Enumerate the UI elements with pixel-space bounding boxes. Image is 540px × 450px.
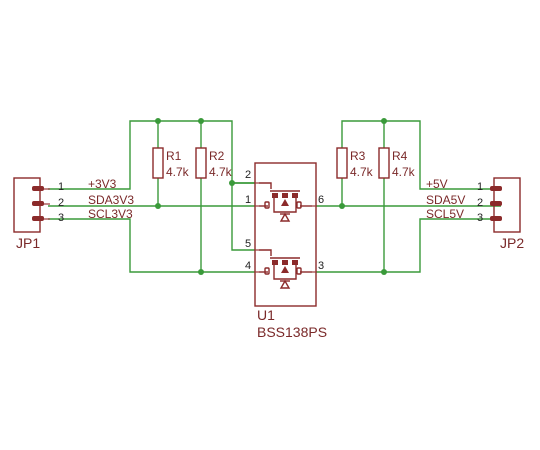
u1-pin5-number: 5: [245, 238, 251, 250]
u1-pin4-number: 4: [245, 260, 251, 272]
jp1-pin3-number: 3: [58, 212, 64, 224]
jp2-pin-2: [490, 201, 502, 206]
r3-body: [336, 147, 348, 179]
net-label-scl5v: SCL5V: [426, 207, 464, 221]
mosfet-upper-icon: [259, 182, 312, 222]
r4-value: 4.7k: [392, 165, 416, 179]
wires: [48, 120, 501, 273]
connector-jp1: 1 2 3 JP1: [13, 177, 64, 251]
net-label-scl3v3: SCL3V3: [88, 207, 133, 221]
net-label-5v: +5V: [426, 177, 448, 191]
junction: [155, 118, 161, 124]
jp2-label: JP2: [500, 235, 524, 251]
junction: [381, 269, 387, 275]
junction: [339, 203, 345, 209]
r1-name: R1: [166, 149, 182, 163]
junction: [155, 203, 161, 209]
junctions: [155, 118, 387, 275]
jp2-pin-3: [490, 216, 502, 221]
u1-pin6-number: 6: [318, 194, 324, 206]
wire-5v: [341, 120, 501, 190]
jp1-pin-2: [32, 201, 44, 206]
r2-value: 4.7k: [209, 165, 233, 179]
net-labels: +3V3 SDA3V3 SCL3V3 +5V SDA5V SCL5V: [88, 177, 465, 221]
r4-name: R4: [392, 149, 408, 163]
r1-value: 4.7k: [166, 165, 190, 179]
wire-scl5v: [316, 218, 501, 273]
net-label-sda5v: SDA5V: [426, 193, 465, 207]
r3-value: 4.7k: [350, 165, 374, 179]
junction: [198, 118, 204, 124]
jp1-pin-1: [32, 186, 44, 191]
junction: [381, 118, 387, 124]
connector-jp2: 1 2 3 JP2: [477, 177, 524, 251]
resistor-r2: R2 4.7k: [195, 147, 233, 179]
r2-body: [195, 147, 207, 179]
jp2-pin3-number: 3: [477, 212, 483, 224]
jp2-pin2-number: 2: [477, 197, 483, 209]
mosfet-lower-icon: [259, 249, 312, 289]
net-label-3v3: +3V3: [88, 177, 117, 191]
r3-name: R3: [350, 149, 366, 163]
chip-u1: 2 1 5 4 6 3: [245, 162, 327, 340]
wire-scl3v3: [48, 218, 255, 273]
r1-body: [152, 147, 164, 179]
resistor-r4: R4 4.7k: [378, 147, 416, 179]
jp1-pin-3: [32, 216, 44, 221]
u1-pin2-number: 2: [245, 169, 251, 181]
jp1-pin1-number: 1: [58, 181, 64, 193]
wire-gate-link: [231, 182, 255, 251]
resistor-r3: R3 4.7k: [336, 147, 374, 179]
net-label-sda3v3: SDA3V3: [88, 193, 134, 207]
jp2-pin-1: [490, 186, 502, 191]
junction: [198, 269, 204, 275]
r2-name: R2: [209, 149, 225, 163]
u1-ref: U1: [257, 307, 275, 323]
u1-body: [254, 162, 317, 307]
jp2-pin1-number: 1: [477, 181, 483, 193]
u1-part-number: BSS138PS: [257, 324, 327, 340]
r4-body: [378, 147, 390, 179]
jp1-pin2-number: 2: [58, 197, 64, 209]
resistor-r1: R1 4.7k: [152, 147, 190, 179]
u1-pin1-number: 1: [245, 194, 251, 206]
u1-pin3-number: 3: [318, 260, 324, 272]
junction: [229, 180, 235, 186]
jp1-label: JP1: [16, 235, 40, 251]
